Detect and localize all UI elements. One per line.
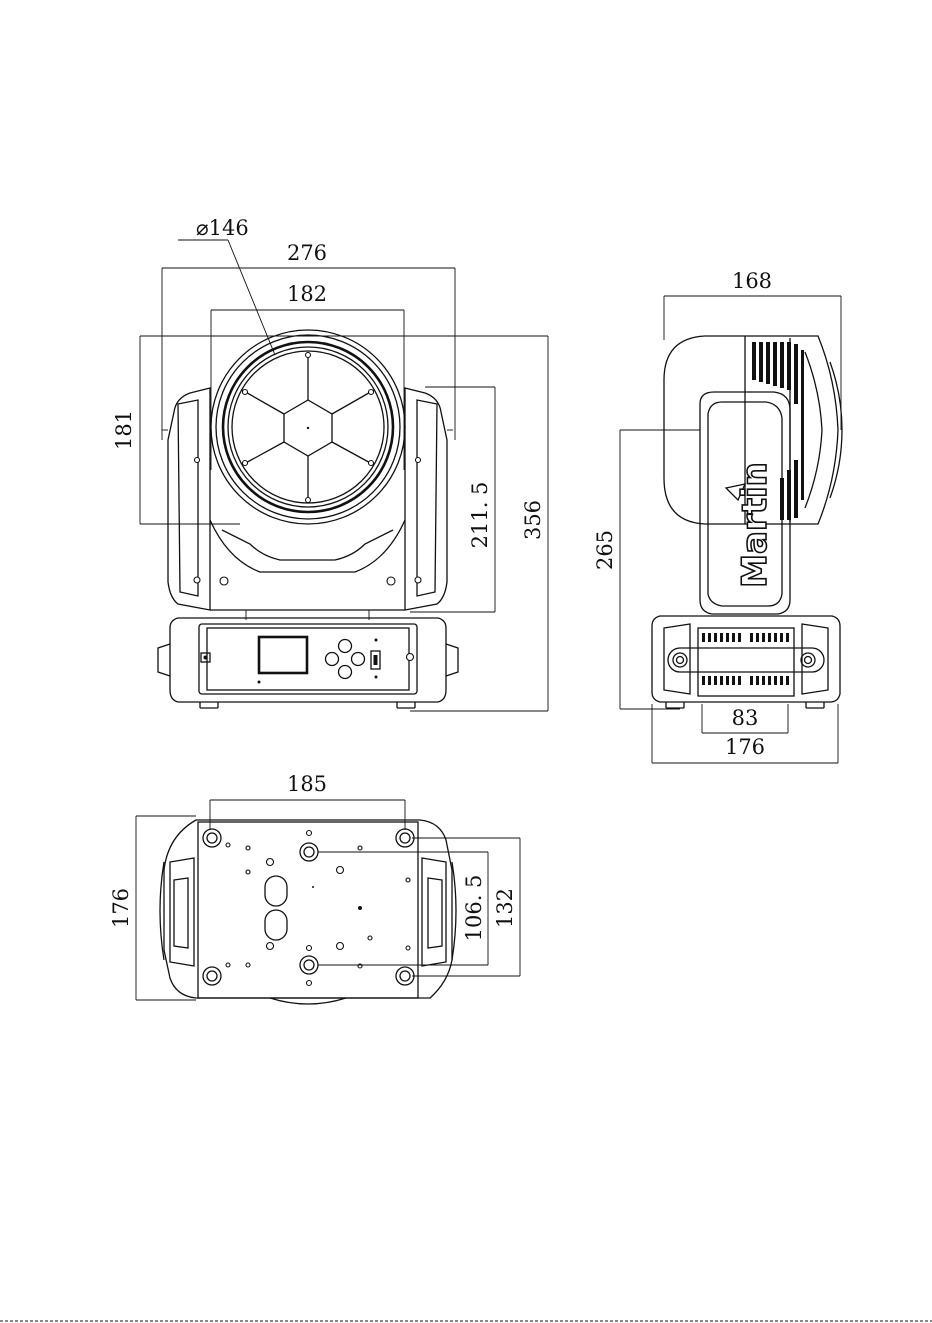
front-total-height-label: 356 [521, 500, 545, 540]
side-logo-text: Martin [735, 462, 775, 588]
bottom-base-depth-label: 176 [109, 888, 133, 928]
side-base-depth-label: 176 [725, 735, 765, 759]
bottom-hole-spacing-label: 185 [287, 772, 327, 796]
front-overall-width-label: 276 [287, 241, 327, 265]
side-inner-width-label: 83 [732, 706, 759, 730]
front-diameter-label: ⌀146 [196, 216, 249, 240]
base-vents [702, 633, 789, 685]
front-head-height-label: 181 [112, 410, 136, 450]
bottom-view: 185 176 106. 5 132 [109, 772, 520, 1004]
side-view: Martin [593, 269, 842, 763]
bottom-bracket-inner-label: 106. 5 [462, 875, 486, 942]
front-yoke-height-label: 211. 5 [468, 482, 492, 549]
side-height-label: 265 [593, 530, 617, 570]
bottom-bracket-outer-label: 132 [493, 888, 517, 928]
front-view: ⌀146 276 182 181 211. 5 356 [112, 216, 548, 711]
front-yoke-width-label: 182 [287, 282, 327, 306]
side-head-depth-label: 168 [732, 269, 772, 293]
